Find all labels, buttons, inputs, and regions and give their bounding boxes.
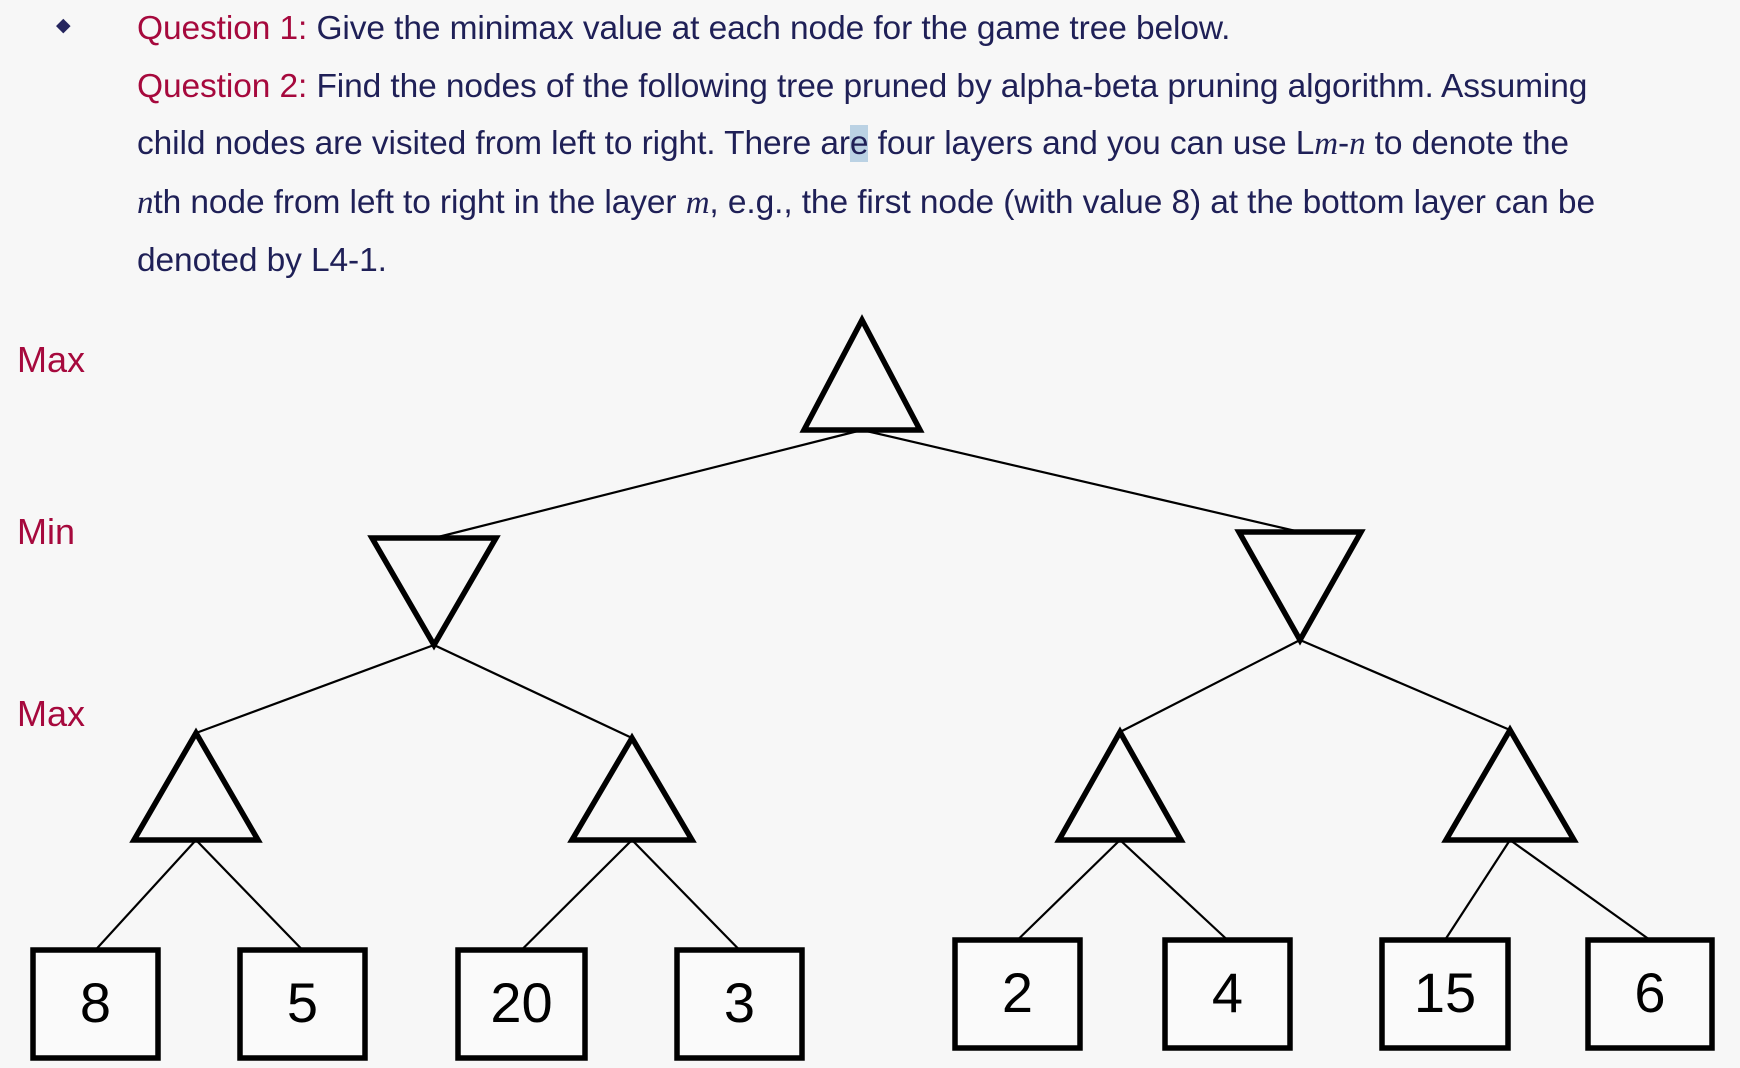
edge-min-2-to-max-2 (1299, 638, 1511, 732)
max-node-L3-1 (129, 727, 263, 843)
edge-max-2-to-leaf-2 (631, 839, 741, 951)
leaf-node-L4-6: 4 (1162, 937, 1293, 1051)
leaf-value-L4-2: 5 (287, 971, 318, 1034)
layer-label-min: Min (17, 511, 76, 552)
math-var-n: n (1349, 126, 1366, 162)
leaf-value-L4-3: 20 (490, 971, 552, 1034)
edge-max-3-to-leaf-1 (1016, 839, 1121, 941)
leaf-box-L4-5 (952, 937, 1083, 1051)
edge-max-4-to-leaf-1 (1444, 839, 1511, 941)
question-text: Question 1: Give the minimax value at ea… (137, 0, 1597, 290)
question-2-paragraph: Question 2: Find the nodes of the follow… (137, 58, 1597, 290)
edge-max-1-to-leaf-2 (195, 839, 304, 951)
leaf-node-L4-1: 8 (30, 947, 161, 1061)
leaf-node-L4-7: 15 (1379, 937, 1511, 1051)
max-node-L3-2 (567, 732, 697, 843)
leaf-box-L4-1 (30, 947, 161, 1061)
prefix-L: L (1295, 125, 1315, 162)
math-var-m: m (1314, 126, 1338, 162)
question-block: ◆ Question 1: Give the minimax value at … (0, 0, 1740, 320)
tree-edges (94, 428, 1651, 951)
leaf-value-L4-5: 2 (1002, 961, 1033, 1024)
leaf-box-L4-6 (1162, 937, 1293, 1051)
math-var-n-2: n (137, 184, 154, 221)
question-2-label: Question 2: (137, 67, 308, 105)
edge-max-2-to-leaf-1 (520, 839, 633, 951)
question-1-paragraph: Question 1: Give the minimax value at ea… (137, 0, 1597, 58)
leaf-node-L4-5: 2 (952, 937, 1083, 1051)
max-node-L3-4 (1441, 724, 1579, 843)
leaf-value-L4-6: 4 (1212, 961, 1243, 1024)
leaf-box-L4-4 (674, 947, 805, 1061)
leaf-node-L4-2: 5 (237, 947, 368, 1061)
leaf-box-L4-2 (237, 947, 368, 1061)
max-node-L3-3 (1054, 726, 1186, 843)
edge-min-1-to-max-2 (433, 644, 633, 739)
leaf-node-L4-4: 3 (674, 947, 805, 1061)
leaf-box-L4-7 (1379, 937, 1511, 1051)
bullet-diamond-icon: ◆ (56, 15, 71, 36)
leaf-value-L4-8: 6 (1634, 961, 1665, 1024)
edge-root-to-min-1 (433, 428, 863, 540)
min-node-L2-2 (1234, 529, 1366, 646)
edge-min-2-to-max-1 (1119, 639, 1301, 733)
question-1-label: Question 1: (137, 10, 308, 47)
leaf-value-L4-1: 8 (80, 971, 111, 1034)
edge-root-to-min-2 (861, 428, 1301, 534)
selected-text-fragment: e (849, 125, 869, 162)
edge-max-1-to-leaf-1 (94, 839, 197, 951)
leaf-box-L4-3 (455, 947, 588, 1061)
leaf-node-L4-8: 6 (1585, 937, 1715, 1051)
leaf-value-L4-4: 3 (724, 971, 755, 1034)
layer-label-max-top: Max (17, 339, 86, 380)
edge-min-1-to-max-1 (195, 643, 435, 735)
leaf-box-L4-8 (1585, 937, 1715, 1051)
edge-max-4-to-leaf-2 (1509, 839, 1651, 941)
leaf-value-L4-7: 15 (1414, 961, 1476, 1024)
math-var-m-2: m (685, 184, 710, 221)
question-1-body: Give the minimax value at each node for … (307, 10, 1231, 47)
layer-label-max-bottom: Max (17, 693, 86, 734)
question-2-body-part1: Find the nodes of the following tree pru… (137, 67, 1595, 280)
edge-max-3-to-leaf-2 (1119, 839, 1229, 941)
min-node-L2-1 (367, 535, 501, 651)
leaf-node-L4-3: 20 (455, 947, 588, 1061)
max-node-L1-1 (799, 314, 925, 433)
